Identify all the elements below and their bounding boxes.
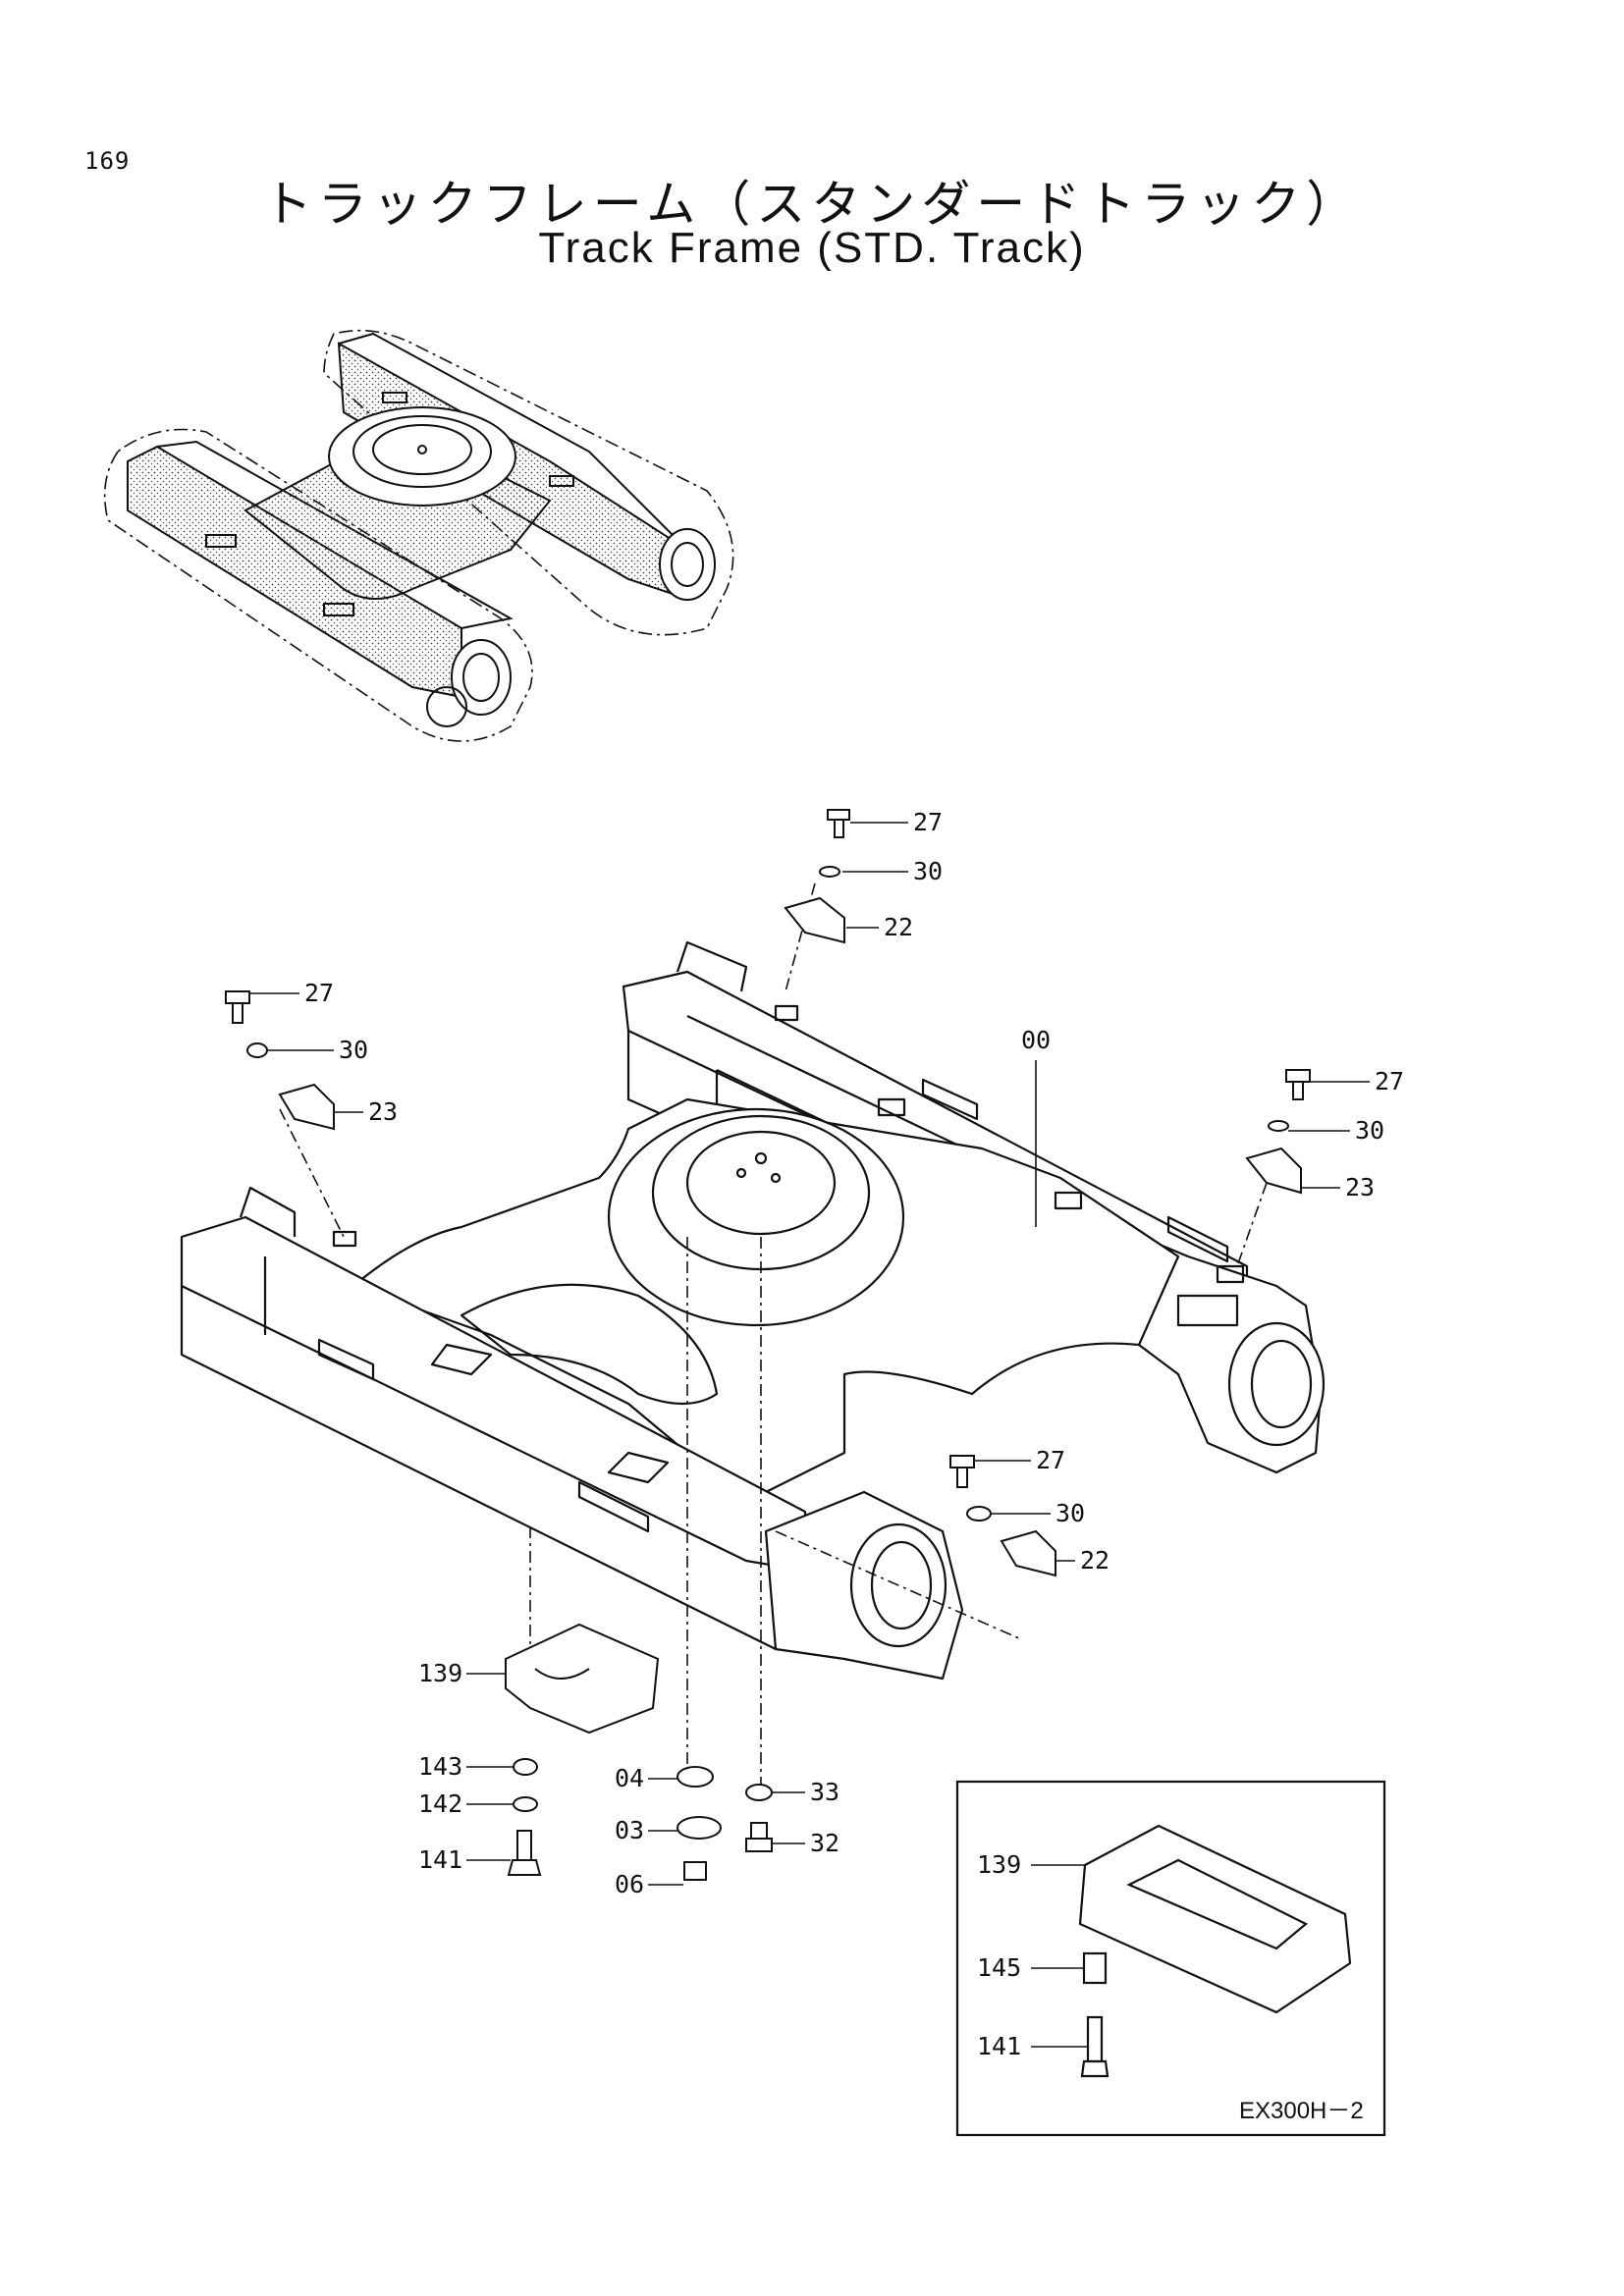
callout-03: 03 bbox=[615, 1816, 644, 1844]
callout-141-inset: 141 bbox=[977, 2032, 1021, 2060]
callout-139-inset: 139 bbox=[977, 1850, 1021, 1879]
callout-33: 33 bbox=[810, 1778, 839, 1806]
callout-22-top: 22 bbox=[884, 913, 913, 941]
callout-27-lower: 27 bbox=[1036, 1446, 1065, 1474]
callout-143: 143 bbox=[418, 1752, 462, 1781]
leader-lines bbox=[250, 822, 1370, 2048]
callout-06: 06 bbox=[615, 1870, 644, 1898]
overview-illustration bbox=[103, 329, 734, 742]
inset-model-code: EX300H－2 bbox=[1239, 2098, 1364, 2124]
callout-22-lower: 22 bbox=[1080, 1546, 1110, 1575]
small-parts bbox=[225, 809, 1311, 1881]
callout-23-right: 23 bbox=[1345, 1173, 1375, 1201]
callout-30-right: 30 bbox=[1355, 1116, 1384, 1145]
callout-32: 32 bbox=[810, 1829, 839, 1857]
callout-00: 00 bbox=[1021, 1026, 1051, 1054]
callout-23-left: 23 bbox=[368, 1097, 398, 1126]
track-frame-main bbox=[180, 940, 1326, 1681]
callout-30-top: 30 bbox=[913, 857, 943, 885]
callout-27-right: 27 bbox=[1375, 1067, 1404, 1095]
title-english: Track Frame (STD. Track) bbox=[538, 224, 1086, 272]
callout-27-top: 27 bbox=[913, 808, 943, 836]
callout-142: 142 bbox=[418, 1789, 462, 1818]
callout-145-inset: 145 bbox=[977, 1953, 1021, 1982]
callout-141: 141 bbox=[418, 1845, 462, 1874]
callout-27-left: 27 bbox=[304, 979, 334, 1007]
callout-30-lower: 30 bbox=[1056, 1499, 1085, 1527]
inset-box bbox=[955, 1780, 1386, 2137]
callout-labels: 27 30 22 27 30 23 00 27 30 23 27 30 22 1… bbox=[304, 808, 1404, 2124]
callout-04: 04 bbox=[615, 1764, 644, 1792]
callout-30-left: 30 bbox=[339, 1036, 368, 1064]
page-number: 169 bbox=[84, 147, 131, 175]
callout-139: 139 bbox=[418, 1659, 462, 1687]
title-japanese: トラックフレーム（スタンダードトラック） bbox=[262, 176, 1362, 233]
